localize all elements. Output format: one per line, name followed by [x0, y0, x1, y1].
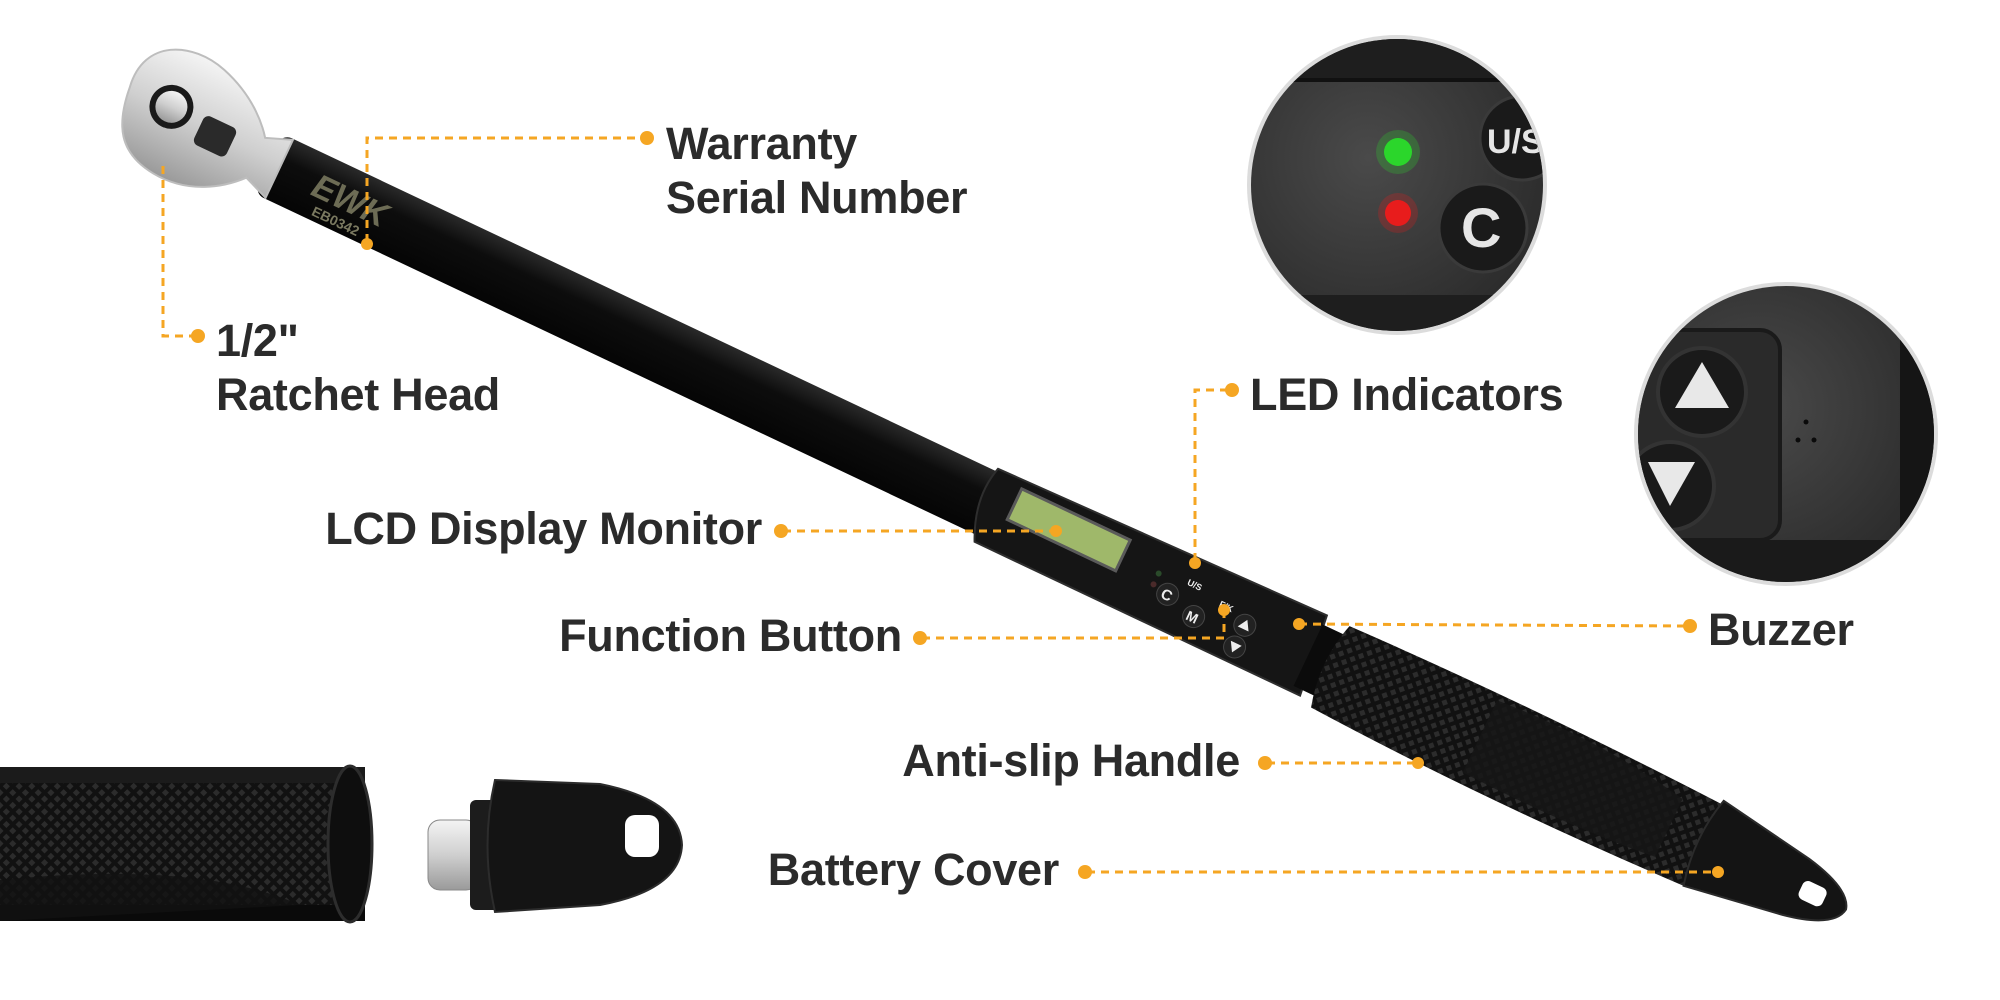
svg-text:C: C: [1461, 196, 1501, 259]
label-anti-slip-handle: Anti-slip Handle: [902, 735, 1240, 786]
led-red: [1150, 581, 1157, 588]
label-buzzer: Buzzer: [1708, 604, 1854, 655]
label-ratchet: 1/2" Ratchet Head: [216, 314, 500, 422]
green-led-icon: [1384, 138, 1412, 166]
lcd-screen: [1005, 486, 1133, 573]
leader-lines: [161, 136, 1718, 874]
up-arrow-icon: [1237, 619, 1249, 632]
label-ratchet-line1: 1/2": [216, 315, 299, 366]
clear-button[interactable]: [1153, 580, 1182, 609]
label-ratchet-line2: Ratchet Head: [216, 369, 500, 420]
leader-warranty: [365, 136, 645, 242]
leader-ratchet: [161, 166, 196, 338]
label-warranty: Warranty Serial Number: [666, 117, 968, 225]
buzzer-hole: [1803, 419, 1809, 425]
wrench-shaft: [257, 137, 1021, 541]
buzzer-zoom-inset: [1634, 282, 1938, 586]
label-function-button: Function Button: [559, 610, 902, 661]
up-arrow-icon: [1675, 362, 1729, 408]
leader-led: [1193, 388, 1230, 561]
square-drive: [193, 116, 237, 157]
led-zoom-inset: U/S C: [1247, 35, 1547, 335]
down-arrow-icon: [1648, 462, 1695, 506]
label-warranty-line1: Warranty: [666, 118, 857, 169]
label-warranty-line2: Serial Number: [666, 172, 968, 223]
label-led-indicators: LED Indicators: [1250, 369, 1564, 420]
led-green: [1155, 570, 1162, 577]
red-led-icon: [1385, 200, 1411, 226]
down-arrow-icon: [1230, 640, 1242, 653]
lanyard-hole: [1798, 881, 1827, 907]
leader-function: [922, 612, 1226, 640]
mode-button[interactable]: [1179, 602, 1208, 631]
label-battery-cover: Battery Cover: [767, 844, 1060, 895]
battery-detail: [0, 764, 684, 924]
torque-wrench: EWK EB0342 C U/S M F/K: [121, 48, 1848, 922]
label-lcd-display: LCD Display Monitor: [325, 503, 762, 554]
leader-buzzer: [1298, 622, 1689, 628]
removed-cap: [486, 778, 684, 914]
leader-dots: [191, 131, 1724, 879]
